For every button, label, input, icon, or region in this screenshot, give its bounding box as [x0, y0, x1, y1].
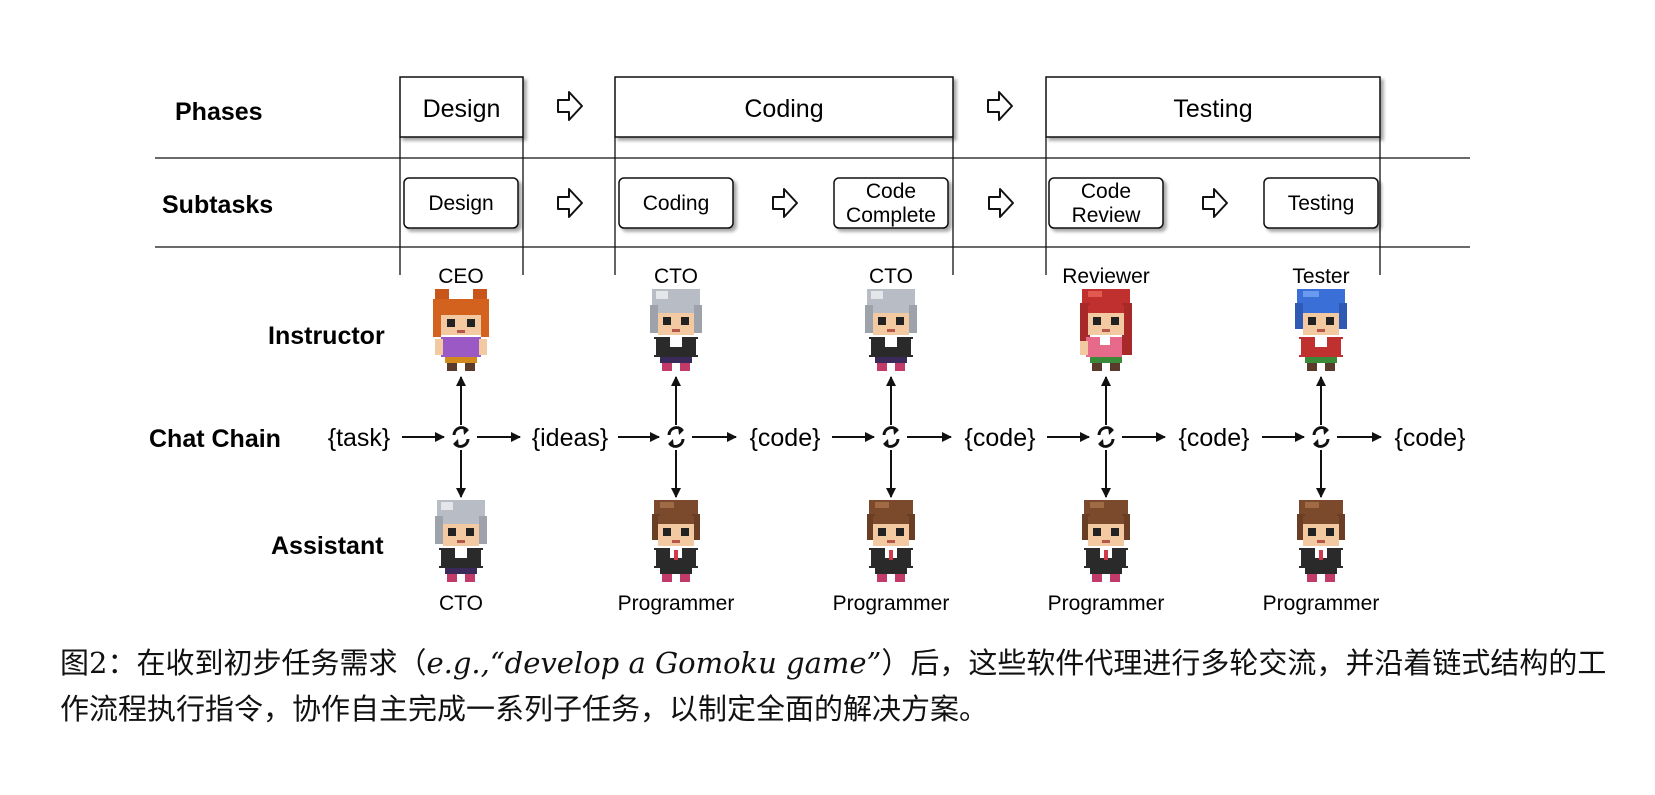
- subtask-label: Coding: [643, 192, 710, 215]
- caption-example-label: e.g.,: [426, 646, 490, 680]
- label-subtasks: Subtasks: [162, 191, 273, 219]
- assistant-role: Programmer: [1048, 592, 1165, 615]
- programmer-avatar-icon: [1078, 500, 1134, 582]
- caption-example-text: “develop a Gomoku game”: [489, 646, 882, 680]
- chain-token-code: {code}: [750, 424, 821, 452]
- chain-token-task: {task}: [328, 424, 391, 452]
- label-assistant: Assistant: [271, 532, 384, 560]
- chain-token-ideas: {ideas}: [532, 424, 608, 452]
- programmer-avatar-icon: [863, 500, 919, 582]
- instructor-role: CTO: [869, 265, 913, 288]
- label-chat-chain: Chat Chain: [149, 425, 281, 453]
- cycle-icon: [666, 424, 686, 450]
- chatdev-diagram: Phases Subtasks Instructor Chat Chain As…: [149, 76, 1470, 615]
- phase-coding: Coding: [614, 76, 954, 275]
- cycle-icon: [881, 424, 901, 450]
- assistant-role: Programmer: [1263, 592, 1380, 615]
- phase-label: Design: [423, 95, 501, 123]
- phase-label: Testing: [1173, 95, 1252, 123]
- ceo-avatar-icon: [433, 289, 489, 371]
- column-2: CTO Programmer: [618, 265, 735, 615]
- subtask-label: Testing: [1288, 192, 1355, 215]
- column-5: Tester Programmer: [1263, 265, 1380, 615]
- chain-token-code: {code}: [1179, 424, 1250, 452]
- cto-avatar-icon: [433, 500, 489, 582]
- subtask-label: Code: [866, 180, 916, 203]
- subtask-code-review: Code Review: [1048, 177, 1164, 229]
- subtask-testing: Testing: [1263, 177, 1379, 229]
- caption-prefix: 图2：在收到初步任务需求（: [60, 646, 427, 680]
- cycle-icon: [1096, 424, 1116, 450]
- instructor-role: Reviewer: [1062, 265, 1150, 288]
- column-3: CTO Programmer: [833, 265, 950, 615]
- label-phases: Phases: [175, 98, 263, 126]
- instructor-role: Tester: [1292, 265, 1349, 288]
- programmer-avatar-icon: [648, 500, 704, 582]
- subtask-arrow-icon: [1202, 188, 1228, 218]
- column-4: Reviewer Programmer: [1048, 265, 1165, 615]
- column-1: CEO CTO: [433, 265, 489, 615]
- subtask-label: Design: [428, 192, 493, 215]
- cycle-icon: [451, 424, 471, 450]
- instructor-role: CTO: [654, 265, 698, 288]
- phase-arrow-icon: [557, 91, 583, 121]
- cto-avatar-icon: [648, 289, 704, 371]
- subtask-code-complete: Code Complete: [833, 177, 949, 229]
- assistant-role: CTO: [439, 592, 483, 615]
- phase-design: Design: [399, 76, 524, 275]
- label-instructor: Instructor: [268, 322, 385, 350]
- programmer-avatar-icon: [1293, 500, 1349, 582]
- caption-suffix: ）后，这些软件代理进行多轮交流，并沿着链式结构的工作流程执行指令，协作自主完成一…: [60, 646, 1607, 726]
- phase-label: Coding: [744, 95, 823, 123]
- subtask-arrow-icon: [557, 188, 583, 218]
- subtask-design: Design: [403, 177, 519, 229]
- assistant-role: Programmer: [618, 592, 735, 615]
- tester-avatar-icon: [1293, 289, 1349, 371]
- chain-token-code: {code}: [1395, 424, 1466, 452]
- reviewer-avatar-icon: [1080, 289, 1132, 371]
- cto-avatar-icon: [863, 289, 919, 371]
- figure-caption: 图2：在收到初步任务需求（e.g.,“develop a Gomoku game…: [60, 640, 1620, 732]
- subtask-label: Code: [1081, 180, 1131, 203]
- subtask-arrow-icon: [772, 188, 798, 218]
- subtask-arrow-icon: [988, 188, 1014, 218]
- assistant-role: Programmer: [833, 592, 950, 615]
- subtask-coding: Coding: [618, 177, 734, 229]
- subtask-label: Review: [1072, 204, 1142, 227]
- subtask-label: Complete: [846, 204, 936, 227]
- phase-testing: Testing: [1045, 76, 1381, 275]
- instructor-role: CEO: [438, 265, 484, 288]
- phase-arrow-icon: [987, 91, 1013, 121]
- chain-token-code: {code}: [965, 424, 1036, 452]
- cycle-icon: [1311, 424, 1331, 450]
